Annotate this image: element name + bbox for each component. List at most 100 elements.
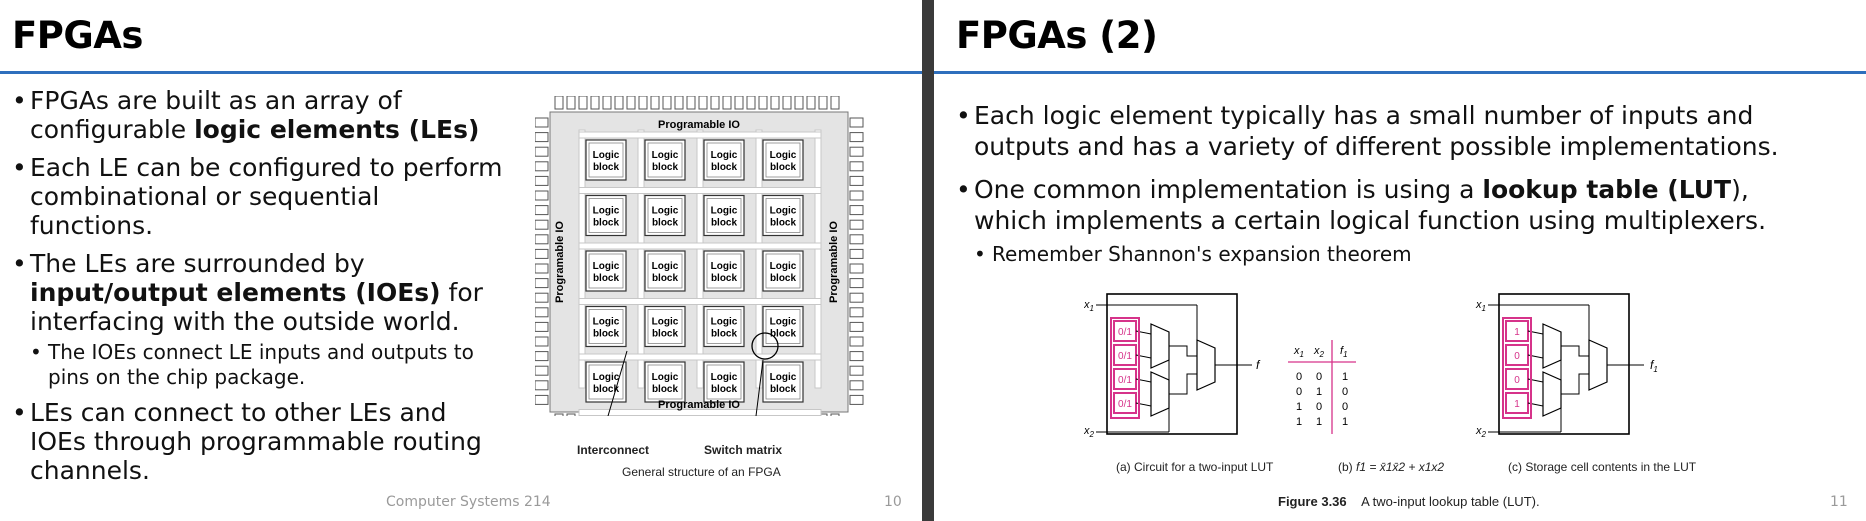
- x2-label: x2: [1084, 425, 1095, 439]
- bullet-list: FPGAs are built as an array of configura…: [12, 86, 507, 485]
- slide-divider: [922, 0, 934, 521]
- lut-cell-value: 0/1: [1118, 375, 1132, 386]
- right-io-label: Programable IO: [828, 221, 840, 303]
- output-f1-label: f1: [1650, 358, 1658, 374]
- io-pin: [734, 96, 744, 110]
- io-pin: [849, 219, 864, 230]
- bottom-io-label: Programable IO: [658, 399, 740, 411]
- sub-bullet-item: The IOEs connect LE inputs and outputs t…: [12, 340, 507, 390]
- logic-block: [644, 305, 686, 348]
- logic-block-label: Logic: [593, 261, 620, 272]
- lut-cell-value: 0/1: [1118, 351, 1132, 362]
- logic-block-label: block: [770, 218, 797, 229]
- logic-block: [762, 250, 804, 292]
- io-pin: [590, 96, 600, 110]
- logic-block-label: block: [711, 384, 738, 395]
- io-pin: [638, 96, 648, 110]
- io-pin: [535, 146, 549, 157]
- io-pin: [602, 96, 612, 110]
- io-pin: [535, 321, 549, 332]
- io-pin: [535, 336, 549, 347]
- logic-block: [703, 139, 745, 181]
- io-pin: [674, 96, 684, 110]
- logic-block: [762, 305, 804, 348]
- logic-block-label: block: [593, 384, 620, 395]
- io-pin: [849, 205, 864, 216]
- io-pin: [554, 96, 564, 110]
- logic-block-label: block: [711, 273, 738, 284]
- truth-table-cell: 0: [1316, 401, 1322, 413]
- io-pin: [578, 96, 588, 110]
- io-pin: [849, 161, 864, 172]
- logic-block-label: block: [593, 273, 620, 284]
- mux-1: [1150, 323, 1170, 369]
- io-pin: [710, 96, 720, 110]
- io-pin: [849, 263, 864, 274]
- bullet-item: LEs can connect to other LEs and IOEs th…: [12, 398, 507, 485]
- io-pin: [535, 234, 549, 245]
- io-pin: [849, 278, 864, 289]
- io-pin: [849, 190, 864, 201]
- io-pin: [566, 96, 576, 110]
- logic-block-label: block: [711, 218, 738, 229]
- logic-block-label: block: [770, 329, 797, 340]
- lut-cell-value: 0/1: [1118, 399, 1132, 410]
- logic-block-label: Logic: [711, 261, 738, 272]
- mux-2: [1150, 371, 1170, 417]
- io-pin: [758, 96, 768, 110]
- svg-text:x1: x1: [1293, 345, 1304, 359]
- io-pin: [626, 96, 636, 110]
- logic-block-label: Logic: [711, 317, 738, 328]
- logic-block-label: block: [770, 162, 797, 173]
- svg-text:f1: f1: [1340, 345, 1348, 359]
- io-pin: [686, 96, 696, 110]
- svg-text:x2: x2: [1313, 345, 1325, 359]
- lut-cell-value: 0: [1514, 375, 1520, 386]
- lut-cell-value: 0: [1514, 351, 1520, 362]
- figure-caption: General structure of an FPGA: [622, 465, 781, 479]
- lut-cell-value: 1: [1514, 399, 1520, 410]
- lut-cell-value: 1: [1514, 327, 1520, 338]
- svg-text:x1: x1: [1475, 299, 1486, 313]
- io-pin: [849, 380, 864, 391]
- logic-block-label: Logic: [770, 261, 797, 272]
- logic-block: [585, 361, 627, 403]
- logic-block-label: Logic: [593, 317, 620, 328]
- io-pin: [806, 96, 816, 110]
- logic-block-label: Logic: [770, 206, 797, 217]
- truth-table-cell: 1: [1296, 416, 1302, 428]
- sub-bullet-item: Remember Shannon's expansion theorem: [956, 242, 1816, 267]
- logic-block: [644, 194, 686, 237]
- bullet-item: One common implementation is using a loo…: [956, 174, 1816, 236]
- left-io-label: Programable IO: [554, 221, 566, 303]
- io-pin: [722, 96, 732, 110]
- io-pin: [535, 278, 549, 289]
- truth-table-cell: 1: [1296, 401, 1302, 413]
- logic-block: [703, 305, 745, 348]
- logic-block-label: block: [593, 162, 620, 173]
- logic-block-label: Logic: [652, 317, 679, 328]
- io-pin: [535, 263, 549, 274]
- logic-block-label: block: [711, 162, 738, 173]
- caption-c: (c) Storage cell contents in the LUT: [1508, 460, 1697, 474]
- switch-matrix-marker: [751, 332, 779, 360]
- logic-block-label: block: [770, 384, 797, 395]
- truth-table-cell: 0: [1296, 371, 1302, 383]
- caption-b: (b) f1 = x̄1x̄2 + x1x2: [1338, 460, 1445, 474]
- io-pin: [849, 321, 864, 332]
- logic-block-label: block: [652, 162, 679, 173]
- lut-circuit-a: x1 x2 0/10/10/10/1 f: [1084, 293, 1261, 439]
- logic-block-grid: LogicblockLogicblockLogicblockLogicblock…: [585, 139, 804, 403]
- logic-block-label: Logic: [770, 317, 797, 328]
- logic-block-label: Logic: [593, 150, 620, 161]
- io-pins-left: [535, 117, 549, 405]
- logic-block-label: Logic: [711, 206, 738, 217]
- io-pin: [662, 96, 672, 110]
- switch-pointer: [755, 359, 764, 416]
- logic-block-label: block: [652, 384, 679, 395]
- io-pin: [849, 146, 864, 157]
- io-pin: [849, 351, 864, 362]
- logic-block-label: Logic: [593, 206, 620, 217]
- logic-block: [703, 250, 745, 292]
- logic-block-label: Logic: [652, 261, 679, 272]
